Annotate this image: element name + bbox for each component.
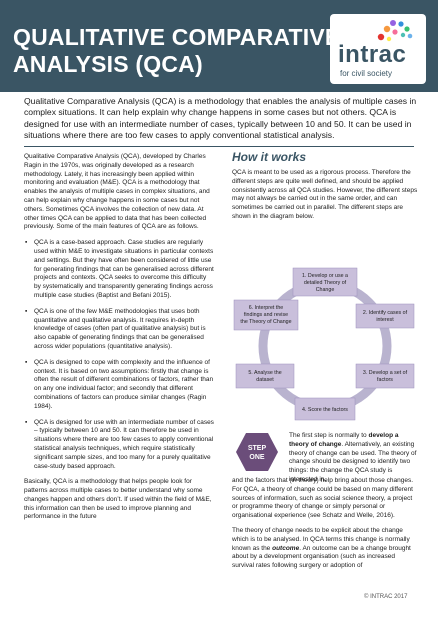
list-item: ▪ QCA is designed to cope with complexity… [24, 359, 214, 412]
step-one-para-2: The theory of change needs to be explici… [232, 527, 418, 571]
step-one-intro: The first step is normally to develop a … [289, 432, 419, 485]
title-line-2: ANALYSIS (QCA) [13, 51, 203, 77]
bullet-icon: ▪ [25, 358, 28, 366]
logo-dots-icon [377, 20, 413, 42]
section-heading: How it works [232, 150, 307, 164]
left-para-1: Qualitative Comparative Analysis (QCA), … [24, 153, 210, 231]
copyright: © INTRAC 2017 [364, 594, 408, 600]
intrac-logo: intrac for civil society [330, 14, 426, 84]
left-column: Qualitative Comparative Analysis (QCA), … [24, 153, 214, 529]
bullet-icon: ▪ [25, 307, 28, 315]
cycle-step-4: 4. Score the factors [294, 397, 356, 421]
list-item-text: QCA is a case-based approach. Case studi… [34, 239, 214, 299]
left-closing: Basically, QCA is a methodology that hel… [24, 478, 212, 521]
step-one-continuation: and the factors that (in theory) help br… [232, 477, 414, 520]
cycle-step-4-label: 4. Score the factors [302, 407, 348, 413]
list-item-text: QCA is one of the few M&E methodologies … [34, 307, 206, 350]
list-item-text: QCA is designed for use with an intermed… [34, 418, 214, 470]
logo-wordmark: intrac [338, 41, 407, 68]
list-item-text: QCA is designed to cope with complexity … [34, 358, 214, 410]
logo-tagline: for civil society [340, 69, 393, 78]
how-it-works-para: QCA is meant to be used as a rigorous pr… [232, 169, 418, 220]
step-one-body: and the factors that (in theory) help br… [232, 477, 418, 577]
header-banner: QUALITATIVE COMPARATIVE ANALYSIS (QCA) i… [0, 0, 438, 92]
list-item: ▪ QCA is one of the few M&E methodologies… [24, 308, 214, 352]
bullet-icon: ▪ [25, 239, 28, 247]
intro-paragraph: Qualitative Comparative Analysis (QCA) i… [24, 96, 417, 140]
step-one-text-a: The first step is normally to [289, 432, 369, 439]
outcome-term: outcome [272, 544, 300, 552]
divider [24, 146, 414, 147]
step-one-emphasis: develop a theory of change [289, 432, 399, 448]
feature-list: ▪ QCA is a case-based approach. Case stud… [24, 239, 214, 471]
para2-text-a: The theory of change needs to be explici… [232, 526, 410, 552]
title-line-1: QUALITATIVE COMPARATIVE [13, 24, 341, 50]
list-item: ▪ QCA is designed for use with an interme… [24, 419, 214, 472]
right-column: How it works QCA is meant to be used as … [232, 150, 418, 228]
step-one-text-c: . Alternatively, an existing theory of c… [289, 440, 417, 483]
para2-text-c: . An outcome can be a change brought abo… [232, 544, 411, 570]
list-item: ▪ QCA is a case-based approach. Case stud… [24, 239, 214, 301]
badge-line-2: ONE [249, 454, 265, 461]
badge-line-1: STEP [248, 445, 267, 452]
bullet-icon: ▪ [25, 418, 28, 426]
page-title: QUALITATIVE COMPARATIVE ANALYSIS (QCA) [13, 24, 340, 78]
step-one-badge: STEP ONE [236, 433, 278, 471]
